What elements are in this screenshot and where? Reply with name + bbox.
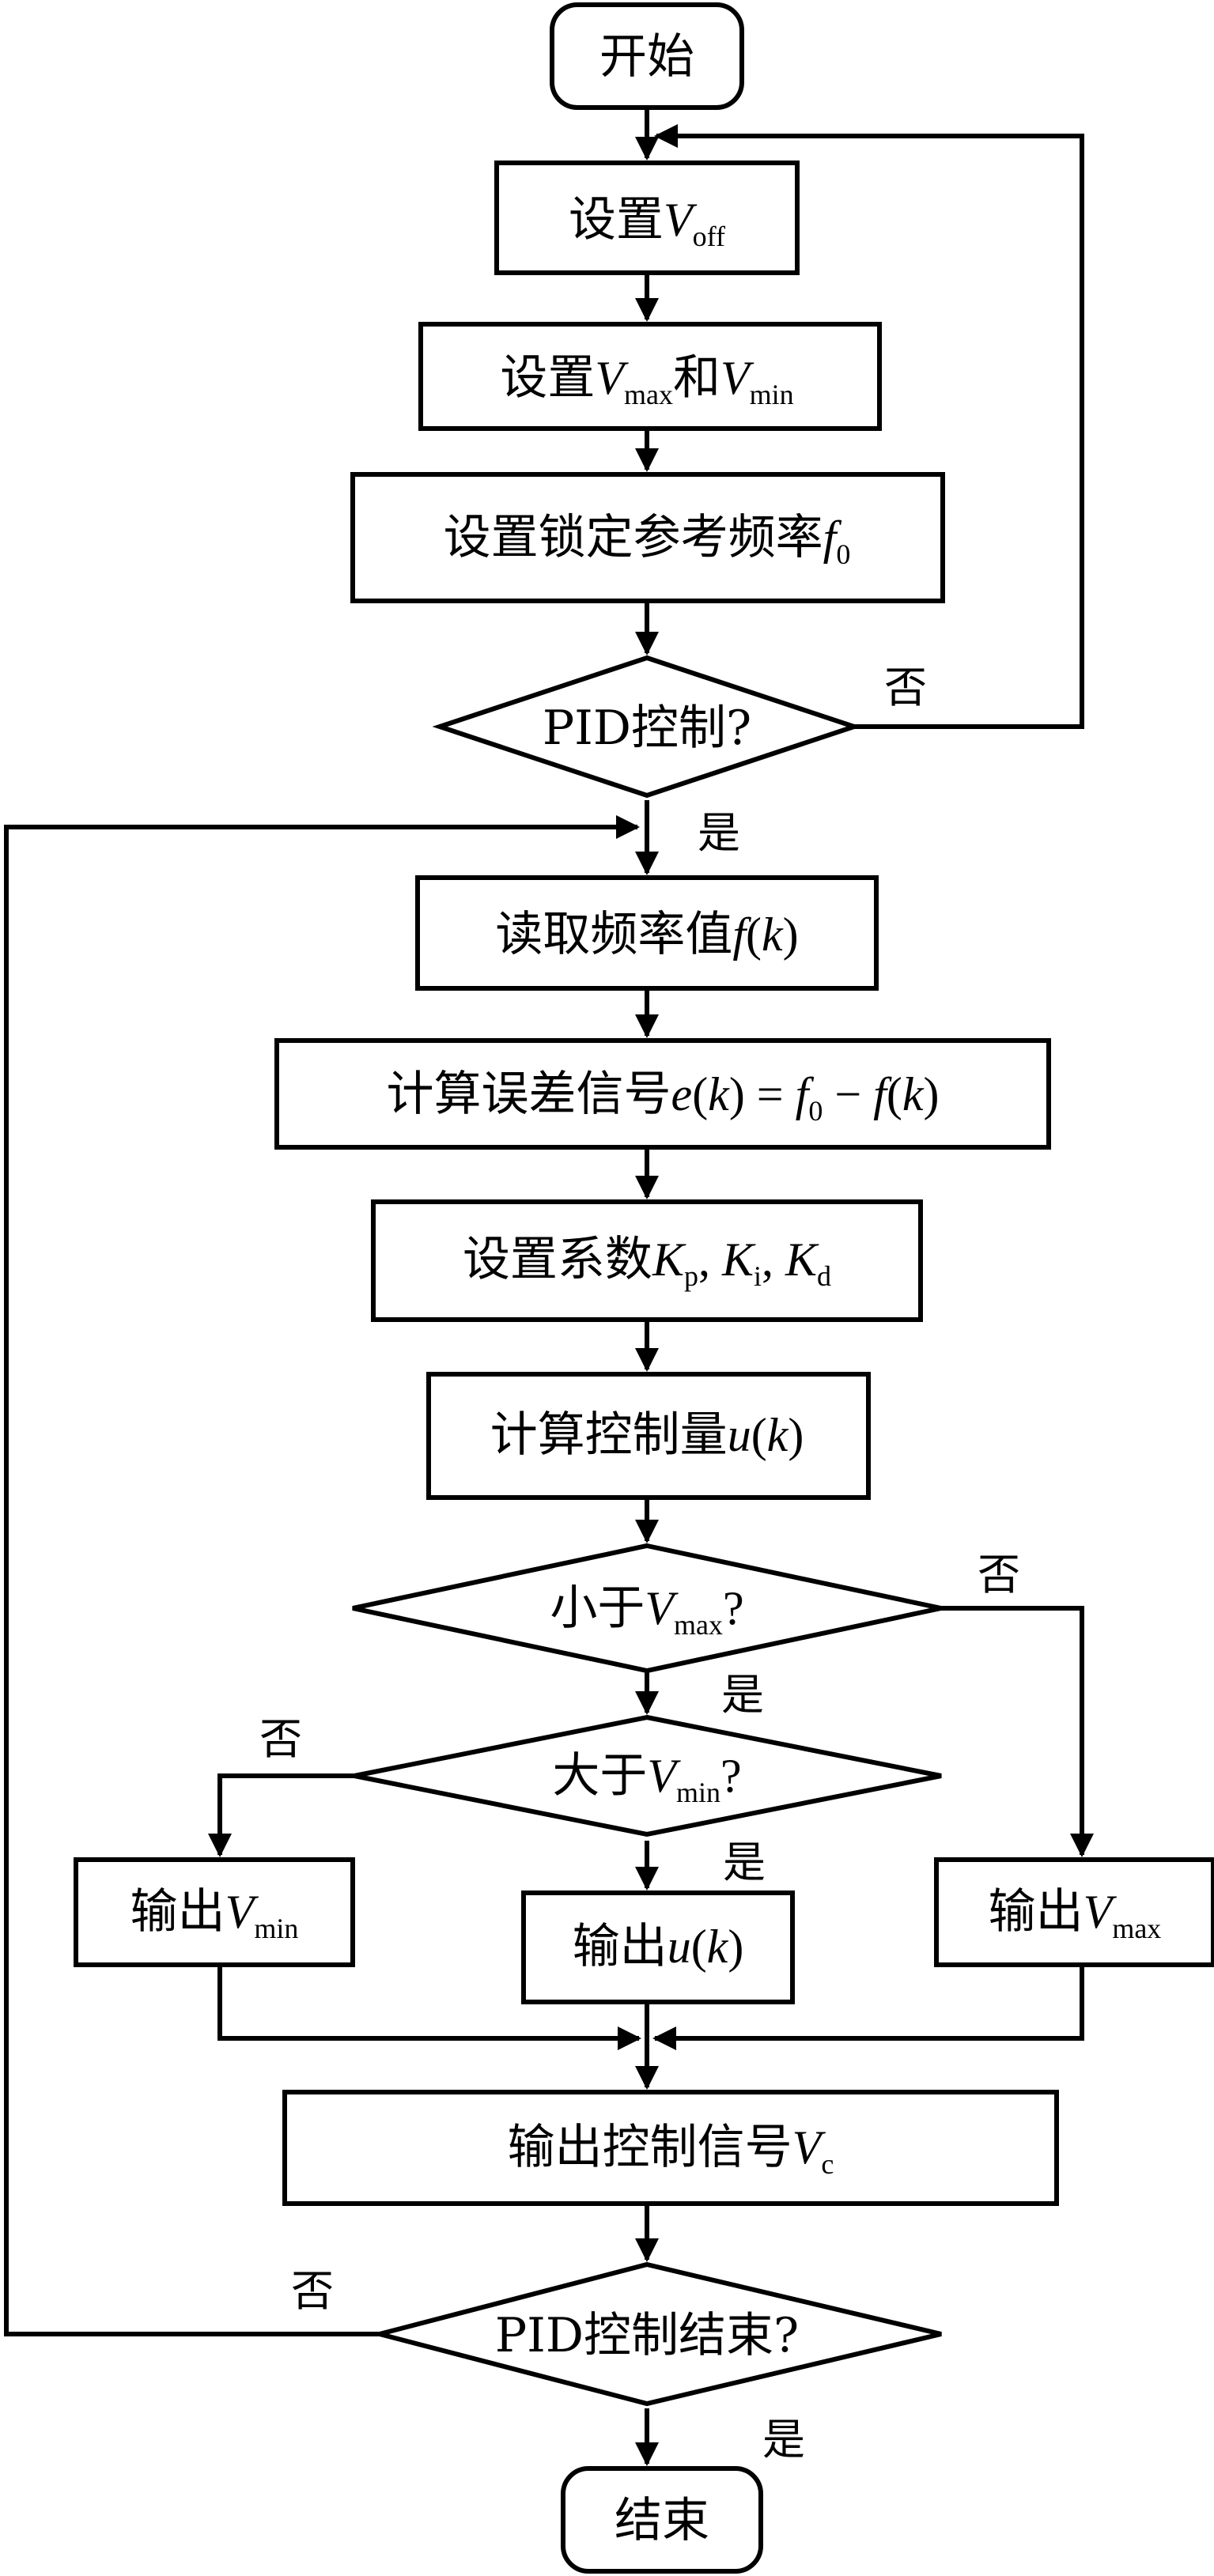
set-coeffs-label: 设置系数Kp, Ki, Kd bbox=[463, 1232, 831, 1292]
edge-outvmin-merge bbox=[217, 1965, 641, 2050]
edge-end-no-loop bbox=[4, 815, 640, 2336]
vmin-yes-label: 是 bbox=[723, 1838, 766, 1887]
greater-vmin-q-label: 大于Vmin? bbox=[552, 1748, 741, 1808]
node-pid-control-q: PID控制? bbox=[432, 655, 862, 799]
set-f0-label: 设置锁定参考频率f0 bbox=[444, 510, 851, 570]
edge-pid-no-loop bbox=[654, 124, 1084, 729]
edge-labels: 否 是 否 是 否 是 否 是 bbox=[259, 663, 1020, 2465]
node-greater-vmin-q: 大于Vmin? bbox=[354, 1714, 942, 1838]
node-read-freq: 读取频率值f(k) bbox=[415, 875, 879, 991]
out-vc-label: 输出控制信号Vc bbox=[508, 2120, 834, 2180]
less-vmax-q-label: 小于Vmax? bbox=[550, 1581, 743, 1641]
end-label: 结束 bbox=[615, 2493, 709, 2548]
node-out-u: 输出u(k) bbox=[521, 1890, 795, 2004]
node-out-vmin: 输出Vmin bbox=[74, 1857, 355, 1967]
out-vmax-label: 输出Vmax bbox=[989, 1884, 1162, 1944]
node-set-coeffs: 设置系数Kp, Ki, Kd bbox=[371, 1199, 923, 1322]
node-set-f0: 设置锁定参考频率f0 bbox=[350, 472, 945, 603]
set-voff-label: 设置Voff bbox=[569, 192, 725, 252]
read-freq-label: 读取频率值f(k) bbox=[495, 907, 798, 962]
set-vmax-vmin-label: 设置Vmax和Vmin bbox=[500, 350, 793, 410]
end-no-label: 否 bbox=[291, 2266, 334, 2316]
vmax-yes-label: 是 bbox=[721, 1670, 764, 1720]
node-less-vmax-q: 小于Vmax? bbox=[352, 1543, 942, 1674]
edge-vmax-no bbox=[941, 1606, 1094, 1857]
node-pid-end-q: PID控制结束? bbox=[370, 2261, 942, 2407]
connectors bbox=[4, 108, 1094, 2466]
pid-control-q-label: PID控制? bbox=[543, 701, 751, 756]
node-calc-error: 计算误差信号e(k) = f0 − f(k) bbox=[274, 1038, 1051, 1150]
node-start: 开始 bbox=[550, 2, 744, 110]
calc-error-label: 计算误差信号e(k) = f0 − f(k) bbox=[387, 1067, 940, 1127]
edge-outvmax-merge bbox=[652, 1965, 1084, 2050]
edge-vmin-no bbox=[208, 1773, 354, 1857]
end-yes-label: 是 bbox=[762, 2415, 805, 2465]
node-set-vmax-vmin: 设置Vmax和Vmin bbox=[418, 322, 882, 431]
out-u-label: 输出u(k) bbox=[573, 1919, 744, 1974]
pid-yes-label: 是 bbox=[698, 808, 740, 858]
out-vmin-label: 输出Vmin bbox=[130, 1884, 299, 1944]
vmax-no-label: 否 bbox=[978, 1550, 1020, 1600]
pid-end-q-label: PID控制结束? bbox=[495, 2308, 799, 2363]
node-out-vmax: 输出Vmax bbox=[934, 1857, 1214, 1967]
vmin-no-label: 否 bbox=[259, 1714, 302, 1764]
pid-no-label: 否 bbox=[884, 663, 927, 712]
node-set-voff: 设置Voff bbox=[494, 161, 800, 275]
node-calc-u: 计算控制量u(k) bbox=[426, 1372, 871, 1500]
start-label: 开始 bbox=[599, 29, 694, 85]
node-end: 结束 bbox=[561, 2466, 763, 2574]
node-out-vc: 输出控制信号Vc bbox=[282, 2090, 1059, 2206]
calc-u-label: 计算控制量u(k) bbox=[490, 1407, 804, 1463]
